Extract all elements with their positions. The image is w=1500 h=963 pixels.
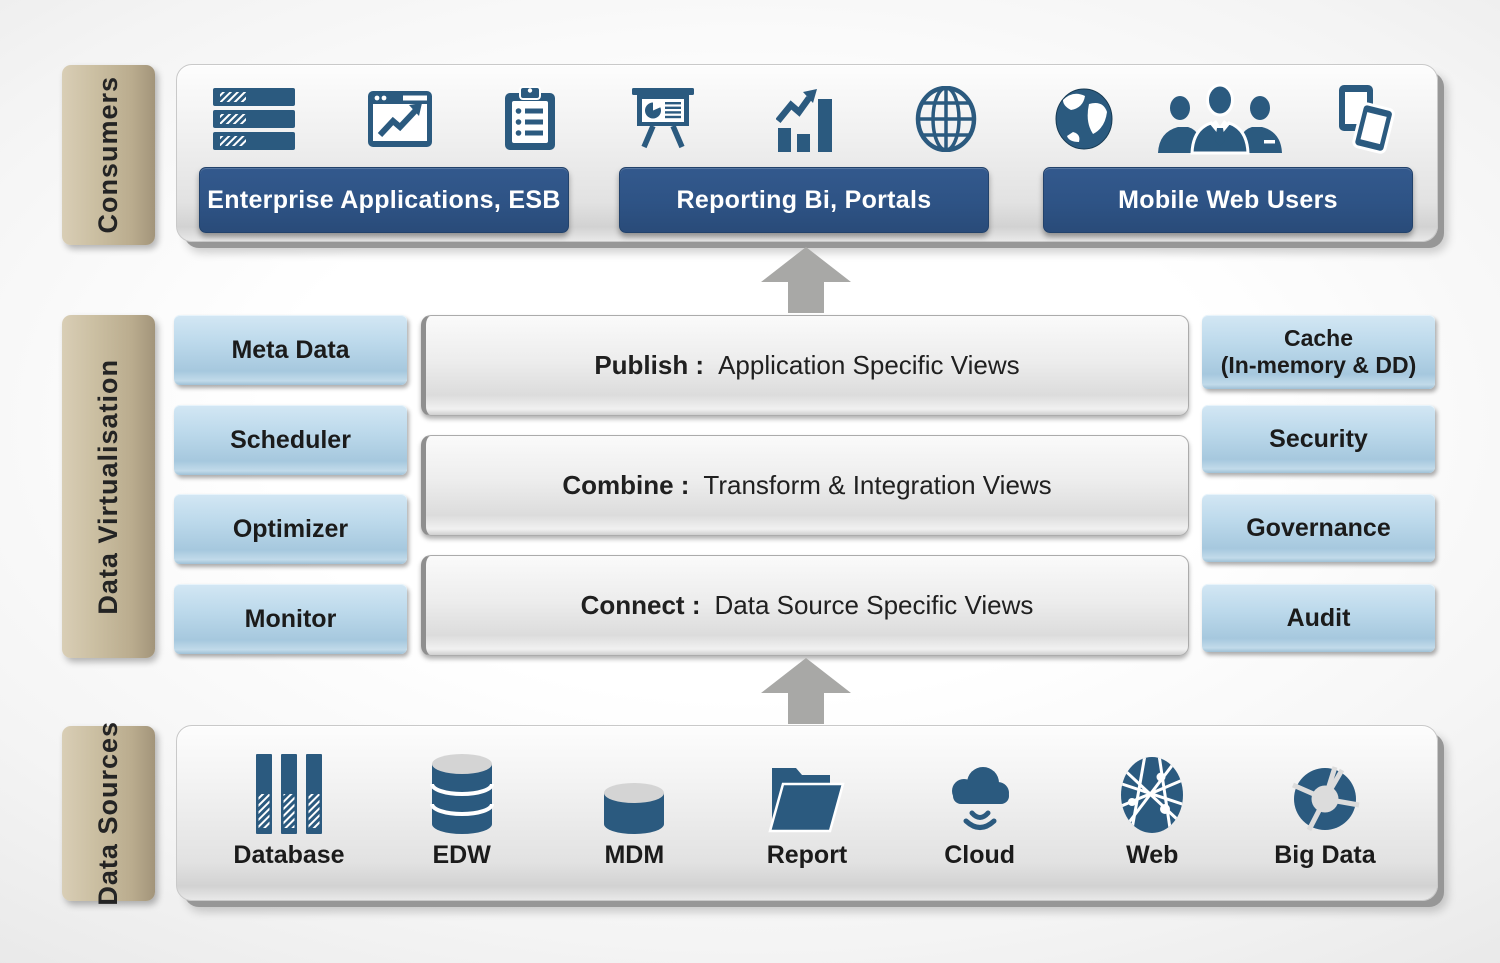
cache-box: Cache (In-memory & DD) bbox=[1202, 315, 1435, 389]
big-data-donut-icon bbox=[1291, 766, 1360, 832]
audit-box: Audit bbox=[1202, 584, 1435, 652]
source-item-database: Database bbox=[219, 742, 359, 870]
governance-box: Governance bbox=[1202, 494, 1435, 562]
connect-box: Connect : Data Source Specific Views bbox=[421, 555, 1189, 656]
bigdata-label: Big Data bbox=[1274, 841, 1376, 869]
consumers-label-bar: Consumers bbox=[62, 65, 155, 245]
sources-label-bar: Data Sources bbox=[62, 721, 155, 906]
report-folder-icon bbox=[768, 768, 845, 833]
presentation-icon bbox=[632, 88, 694, 149]
browser-chart-icon bbox=[368, 91, 432, 147]
consumer-icons-row bbox=[1043, 75, 1413, 163]
mdm-label: MDM bbox=[604, 841, 665, 869]
source-item-bigdata: Big Data bbox=[1255, 742, 1395, 870]
consumer-icons-row bbox=[199, 75, 569, 163]
connect-desc: Data Source Specific Views bbox=[714, 590, 1034, 620]
up-arrow-icon bbox=[761, 247, 851, 313]
globe-wireframe-icon bbox=[915, 86, 977, 152]
mdm-cylinder-icon bbox=[604, 783, 665, 834]
cloud-icon bbox=[951, 767, 1009, 830]
server-rack-icon bbox=[213, 88, 295, 150]
security-label: Security bbox=[1269, 424, 1368, 453]
database-binders-icon bbox=[256, 754, 322, 834]
edw-label: EDW bbox=[432, 841, 491, 869]
meta-data-box: Meta Data bbox=[174, 315, 407, 385]
cache-label-line1: Cache bbox=[1283, 324, 1354, 351]
consumer-group-mobile: Mobile Web Users bbox=[1043, 75, 1413, 233]
up-arrow-icon bbox=[761, 658, 851, 724]
bar-chart-icon bbox=[776, 89, 832, 152]
consumer-icons-row bbox=[619, 75, 989, 163]
publish-box: Publish : Application Specific Views bbox=[421, 315, 1189, 416]
scheduler-label: Scheduler bbox=[230, 425, 351, 454]
clipboard-icon bbox=[505, 86, 555, 150]
consumer-group-reporting: Reporting Bi, Portals bbox=[619, 75, 989, 233]
optimizer-label: Optimizer bbox=[232, 514, 349, 543]
consumers-band: Enterprise Applications, ESB bbox=[176, 64, 1438, 242]
report-label: Report bbox=[766, 841, 848, 869]
virtualisation-label: Data Virtualisation bbox=[93, 358, 123, 615]
business-users-icon bbox=[1158, 83, 1282, 155]
sources-band: Database EDW bbox=[176, 725, 1438, 901]
sources-label: Data Sources bbox=[93, 721, 123, 906]
enterprise-applications-button: Enterprise Applications, ESB bbox=[199, 167, 569, 233]
consumers-label: Consumers bbox=[93, 76, 123, 234]
cloud-label: Cloud bbox=[944, 841, 1016, 869]
monitor-label: Monitor bbox=[244, 604, 337, 633]
web-network-globe-icon bbox=[1121, 757, 1184, 833]
mobile-web-users-button: Mobile Web Users bbox=[1043, 167, 1413, 233]
publish-desc: Application Specific Views bbox=[718, 350, 1020, 380]
scheduler-box: Scheduler bbox=[174, 405, 407, 475]
database-label: Database bbox=[233, 841, 345, 869]
combine-title: Combine : bbox=[562, 470, 690, 500]
source-item-edw: EDW bbox=[392, 742, 532, 870]
combine-desc: Transform & Integration Views bbox=[703, 470, 1052, 500]
web-label: Web bbox=[1126, 841, 1179, 869]
mobile-devices-icon bbox=[1339, 85, 1395, 154]
meta-data-label: Meta Data bbox=[231, 335, 350, 364]
connect-title: Connect : bbox=[580, 590, 701, 620]
source-item-cloud: Cloud bbox=[910, 742, 1050, 870]
combine-box: Combine : Transform & Integration Views bbox=[421, 435, 1189, 536]
edw-cylinder-icon bbox=[429, 754, 494, 834]
audit-label: Audit bbox=[1286, 603, 1351, 632]
reporting-bi-portals-button: Reporting Bi, Portals bbox=[619, 167, 989, 233]
consumer-group-enterprise: Enterprise Applications, ESB bbox=[199, 75, 569, 233]
monitor-box: Monitor bbox=[174, 584, 407, 654]
source-item-mdm: MDM bbox=[564, 742, 704, 870]
sources-row: Database EDW bbox=[219, 742, 1395, 870]
security-box: Security bbox=[1202, 405, 1435, 473]
source-item-report: Report bbox=[737, 742, 877, 870]
source-item-web: Web bbox=[1082, 742, 1222, 870]
publish-title: Publish : bbox=[594, 350, 705, 380]
virtualisation-label-bar: Data Virtualisation bbox=[62, 315, 155, 658]
optimizer-box: Optimizer bbox=[174, 494, 407, 564]
governance-label: Governance bbox=[1246, 513, 1391, 542]
earth-globe-icon bbox=[1055, 88, 1113, 150]
cache-label-line2: (In-memory & DD) bbox=[1220, 352, 1417, 378]
